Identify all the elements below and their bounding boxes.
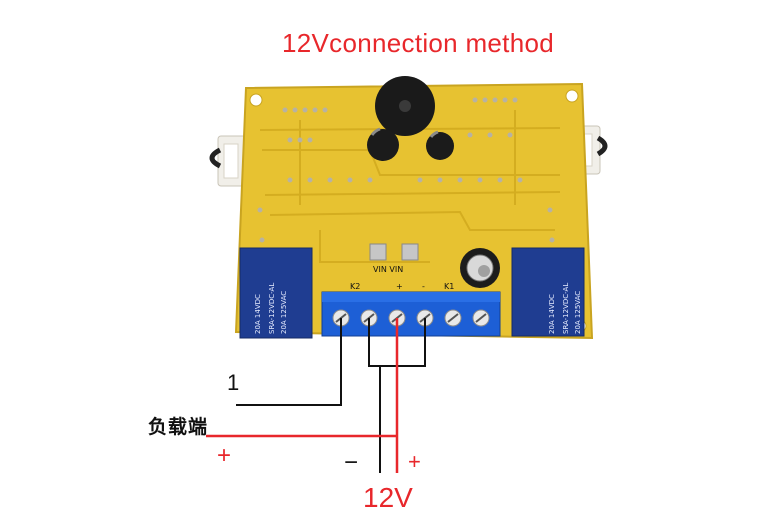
terminal-label-k2: K2 — [350, 282, 360, 291]
relay-left: SRA-12VDC-AL 20A 14VDC 20A 125VAC — [239, 247, 313, 339]
load-plus-label: + — [217, 442, 232, 469]
buzzer — [375, 76, 435, 136]
relay-right-rating-dc: 20A 14VDC — [548, 294, 556, 334]
relay-left-rating-dc: 20A 14VDC — [254, 294, 262, 334]
pcb-board — [234, 82, 594, 340]
wire-1-label: 1 — [227, 370, 240, 395]
load-terminal-label: 负载端 — [148, 416, 209, 438]
terminal-label-minus: - — [422, 282, 425, 291]
supply-voltage-label: 12V — [363, 482, 413, 513]
wires — [206, 318, 426, 473]
terminal-block — [321, 291, 501, 337]
terminal-screw-slot-6 — [475, 313, 487, 323]
terminal-label-plus: + — [396, 282, 403, 291]
vin-label: VIN VIN — [373, 265, 403, 274]
capacitor-lower — [460, 248, 500, 288]
relay-left-model: SRA-12VDC-AL — [268, 283, 276, 334]
relay-right-rating-ac: 20A 125VAC — [574, 291, 582, 334]
relay-right: SRA-12VDC-AL 20A 14VDC 20A 125VAC — [511, 247, 585, 337]
diagram-title: 12Vconnection method — [282, 28, 554, 58]
terminal-screw-slot-5 — [447, 313, 459, 323]
capacitor-right — [426, 130, 454, 160]
terminal-label-k1: K1 — [444, 282, 454, 291]
relay-right-model: SRA-12VDC-AL — [562, 283, 570, 334]
supply-minus-label: − — [344, 449, 359, 476]
supply-plus-label: + — [408, 449, 421, 474]
relay-left-rating-ac: 20A 125VAC — [280, 291, 288, 334]
capacitor-left — [367, 127, 399, 161]
